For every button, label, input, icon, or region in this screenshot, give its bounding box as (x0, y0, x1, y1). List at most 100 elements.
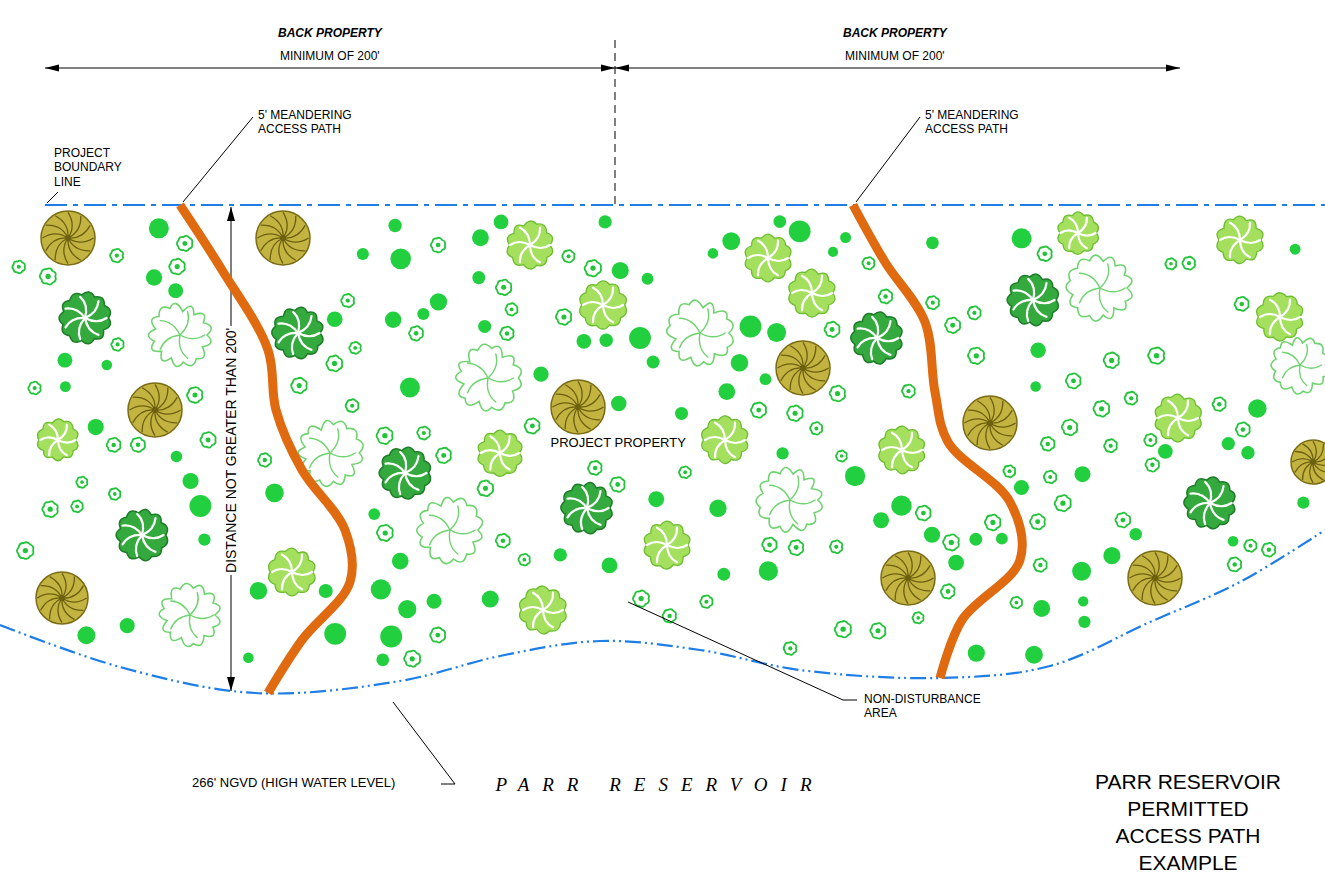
shrub-detail (794, 545, 799, 550)
shrub-outline (824, 322, 839, 337)
tree-symbol (37, 419, 78, 461)
tree-detail (892, 450, 902, 467)
shrub-dot (171, 451, 183, 463)
shrub-detail (113, 492, 117, 496)
tree-detail (902, 433, 912, 450)
tree-detail (520, 245, 530, 262)
tree-detail (858, 328, 878, 338)
tree-detail (886, 578, 908, 591)
tree-crown (756, 468, 822, 533)
tree-crown (507, 221, 553, 269)
tree-crown (1184, 477, 1235, 529)
tree-detail (908, 552, 912, 578)
tree-detail (160, 321, 180, 335)
tree-detail (790, 500, 815, 504)
tree-crown (561, 483, 612, 534)
tree-symbol (1271, 338, 1325, 394)
tree-detail (990, 397, 994, 423)
tree-detail (877, 321, 891, 338)
tree-detail (155, 410, 168, 432)
tree-detail (647, 542, 667, 545)
project-boundary-line (45, 204, 1325, 206)
tree-detail (871, 338, 877, 359)
tree-symbol (881, 551, 935, 605)
shrub-dot (675, 407, 688, 420)
tree-detail (725, 440, 735, 457)
shrub-symbol (1093, 401, 1109, 417)
shrub-dot (1030, 381, 1041, 392)
shrub-detail (1067, 425, 1072, 430)
shrub-symbol (762, 538, 776, 552)
shrub-symbol (28, 382, 40, 395)
tree-detail (578, 407, 591, 429)
shrub-outline (945, 318, 960, 333)
shrub-dot (357, 248, 369, 260)
shrub-outline (562, 250, 574, 262)
shrub-outline (985, 515, 1001, 531)
tree-detail (1283, 352, 1301, 365)
title-block: PARR RESERVOIR PERMITTED ACCESS PATH EXA… (1083, 768, 1293, 874)
shrub-detail (1038, 563, 1042, 567)
tree-symbol (520, 586, 567, 634)
tree-detail (1270, 317, 1280, 334)
tree-detail (490, 436, 500, 453)
tree-detail (680, 318, 700, 333)
shrub-dot (88, 419, 104, 435)
tree-detail (85, 301, 99, 318)
tree-detail (142, 388, 155, 410)
shrub-symbol (12, 261, 25, 274)
shrub-detail (1169, 262, 1173, 266)
tree-detail (62, 598, 74, 619)
shrub-detail (867, 261, 871, 265)
shrub-outline (968, 348, 984, 364)
shrub-symbol (496, 534, 510, 548)
shrub-outline (1104, 352, 1119, 368)
shrub-outline (585, 260, 601, 276)
shrub-dot (380, 625, 402, 647)
tree-detail (500, 453, 519, 456)
shrub-dot (996, 533, 1008, 545)
access-path (853, 205, 1022, 678)
tree-detail (133, 410, 155, 423)
tree-detail (568, 498, 588, 508)
tree-detail (160, 335, 180, 349)
shrub-outline (40, 268, 56, 284)
tree-detail (37, 594, 62, 598)
shrub-dot (1103, 547, 1120, 564)
tree-detail (450, 530, 475, 534)
tree-detail (85, 318, 99, 335)
tree-detail (1300, 365, 1322, 368)
shrub-symbol (810, 422, 822, 434)
tree-detail (137, 514, 143, 535)
shrub-detail (206, 438, 211, 443)
tree-detail (1303, 462, 1313, 480)
tree-detail (66, 308, 86, 318)
tree-detail (1313, 444, 1324, 462)
tree-detail (725, 440, 745, 443)
tree-detail (1310, 459, 1316, 465)
shrub-dot (828, 247, 838, 257)
shrub-symbol (409, 326, 423, 340)
tree-detail (292, 333, 298, 354)
shrub-outline (341, 294, 354, 307)
shrub-dot (709, 500, 726, 517)
tree-detail (908, 556, 921, 578)
shrub-dot (612, 262, 629, 279)
tree-symbol (1066, 255, 1132, 321)
tree-detail (155, 410, 177, 423)
shrub-detail (1035, 519, 1040, 524)
shrub-outline (1212, 397, 1225, 411)
shrub-dot (1129, 528, 1141, 540)
shrub-symbol (42, 501, 57, 517)
tree-detail (877, 338, 891, 355)
tree-detail (882, 574, 908, 578)
shrub-dot (1248, 399, 1267, 418)
shrub-dot (427, 594, 442, 609)
tree-symbol (789, 269, 835, 317)
tree-detail (1205, 482, 1211, 503)
tree-detail (283, 238, 296, 260)
boundary-callout: PROJECT BOUNDARY LINE (52, 146, 138, 189)
shrub-symbol (700, 595, 712, 608)
shrub-dot (1241, 446, 1254, 459)
tree-symbol (148, 304, 211, 367)
